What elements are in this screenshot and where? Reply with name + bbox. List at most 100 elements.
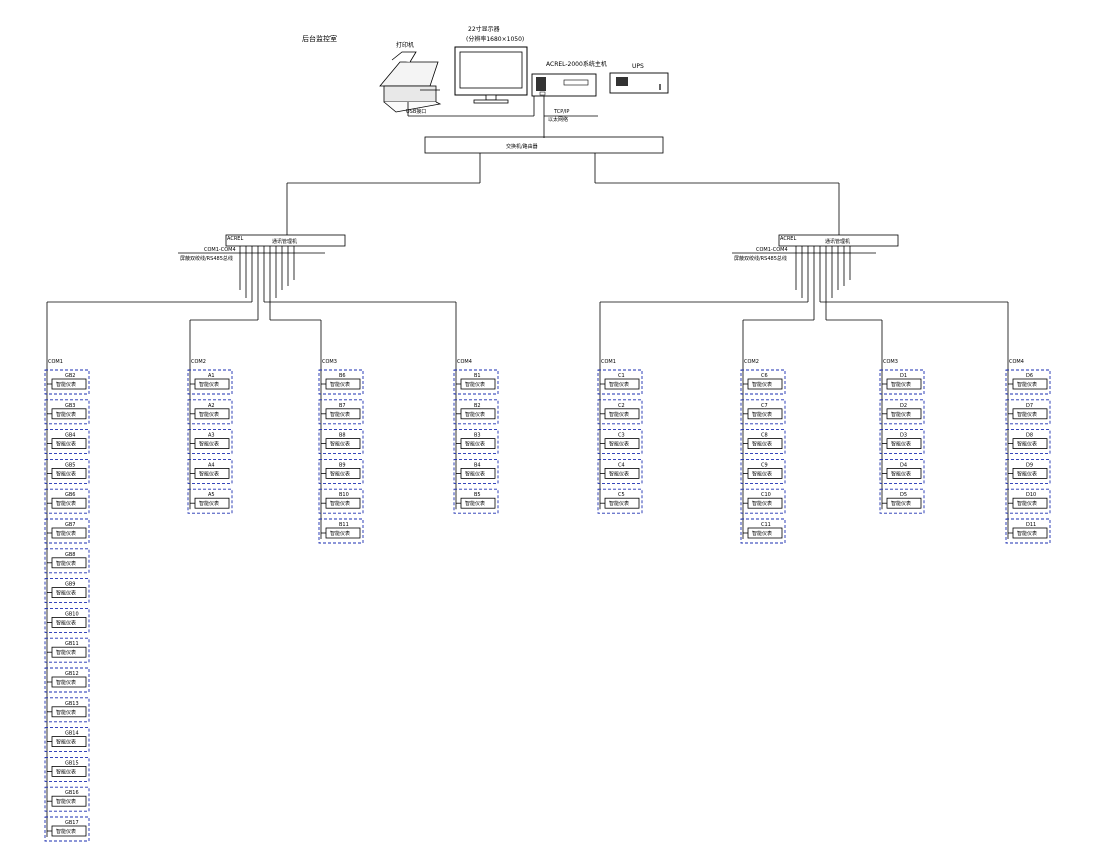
meter-cabinet-name: D2 [900, 403, 907, 409]
meter-cabinet-name: GB13 [65, 701, 79, 707]
meter-device-label: 智能仪表 [609, 441, 629, 448]
meter-cabinet-border [597, 369, 643, 395]
meter-cabinet-border [453, 429, 499, 455]
meter-cabinet-name: GB3 [65, 403, 76, 409]
com-port-label: COM2 [744, 359, 759, 365]
meter-device-label: 智能仪表 [199, 470, 219, 477]
meter-device-label: 智能仪表 [56, 828, 76, 835]
meter-cabinet-name: A4 [208, 462, 215, 468]
meter-cabinet-border [44, 637, 90, 663]
meter-device-label: 智能仪表 [56, 768, 76, 775]
meter-device-label: 智能仪表 [465, 441, 485, 448]
meter-cabinet-name: B5 [474, 492, 481, 498]
meter-device-label: 智能仪表 [609, 411, 629, 418]
switch-box [424, 136, 664, 154]
meter-device-label: 智能仪表 [199, 441, 219, 448]
meter-cabinet-border [318, 488, 364, 514]
meter-cabinet-name: A2 [208, 403, 215, 409]
com-port-label: COM3 [322, 359, 337, 365]
converter-left-tag: ACREL [227, 236, 243, 242]
meter-device-label: 智能仪表 [1017, 500, 1037, 507]
meter-device-label: 智能仪表 [465, 381, 485, 388]
meter-cabinet-name: B9 [339, 462, 346, 468]
meter-panel: A4 智能仪表 [187, 458, 233, 484]
meter-panel: GB17 智能仪表 [44, 816, 90, 842]
meter-cabinet-border [740, 518, 786, 544]
meter-cabinet-border [318, 429, 364, 455]
meter-device-label: 智能仪表 [1017, 530, 1037, 537]
meter-cabinet-border [740, 369, 786, 395]
meter-cabinet-name: B3 [474, 433, 481, 439]
meter-device-label: 智能仪表 [465, 470, 485, 477]
meter-cabinet-border [1005, 369, 1051, 395]
meter-cabinet-border [44, 667, 90, 693]
ethernet-label: 以太网络 [548, 116, 568, 123]
converter-left-line: 屏蔽双绞线/RS485总线 [180, 255, 233, 262]
meter-cabinet-name: D11 [1026, 522, 1036, 528]
meter-cabinet-name: C3 [618, 433, 625, 439]
meter-cabinet-name: D9 [1026, 462, 1033, 468]
usb-label: USB接口 [406, 108, 426, 115]
host-label: ACREL-2000系统主机 [546, 60, 607, 68]
meter-cabinet-name: GB17 [65, 820, 79, 826]
meter-cabinet-border [187, 488, 233, 514]
meter-cabinet-name: D6 [1026, 373, 1033, 379]
meter-device-label: 智能仪表 [752, 441, 772, 448]
meter-cabinet-border [44, 816, 90, 842]
meter-cabinet-name: A3 [208, 433, 215, 439]
converter-right-tag: ACREL [780, 236, 796, 242]
com-port-label: COM4 [457, 359, 472, 365]
meter-device-label: 智能仪表 [465, 411, 485, 418]
meter-cabinet-border [453, 369, 499, 395]
meter-cabinet-border [453, 458, 499, 484]
meter-cabinet-name: C1 [618, 373, 625, 379]
meter-device-label: 智能仪表 [330, 411, 350, 418]
meter-cabinet-border [318, 518, 364, 544]
meter-cabinet-border [1005, 458, 1051, 484]
meter-device-label: 智能仪表 [330, 530, 350, 537]
meter-device-label: 智能仪表 [891, 381, 911, 388]
converter-right-label: 通讯管理机 [825, 238, 850, 245]
meter-device-label: 智能仪表 [56, 739, 76, 746]
meter-cabinet-name: B10 [339, 492, 349, 498]
meter-device-label: 智能仪表 [56, 441, 76, 448]
meter-cabinet-border [597, 458, 643, 484]
meter-cabinet-border [44, 458, 90, 484]
meter-device-label: 智能仪表 [56, 381, 76, 388]
printer-icon [379, 51, 442, 113]
meter-panel: D11 智能仪表 [1005, 518, 1051, 544]
meter-device-label: 智能仪表 [752, 470, 772, 477]
meter-device-label: 智能仪表 [56, 798, 76, 805]
meter-device-label: 智能仪表 [891, 500, 911, 507]
meter-device-label: 智能仪表 [56, 619, 76, 626]
com-port-label: COM3 [883, 359, 898, 365]
meter-device-label: 智能仪表 [56, 500, 76, 507]
meter-device-label: 智能仪表 [1017, 411, 1037, 418]
meter-device-label: 智能仪表 [56, 411, 76, 418]
converter-left-label: 通讯管理机 [272, 238, 297, 245]
meter-cabinet-name: GB8 [65, 552, 76, 558]
